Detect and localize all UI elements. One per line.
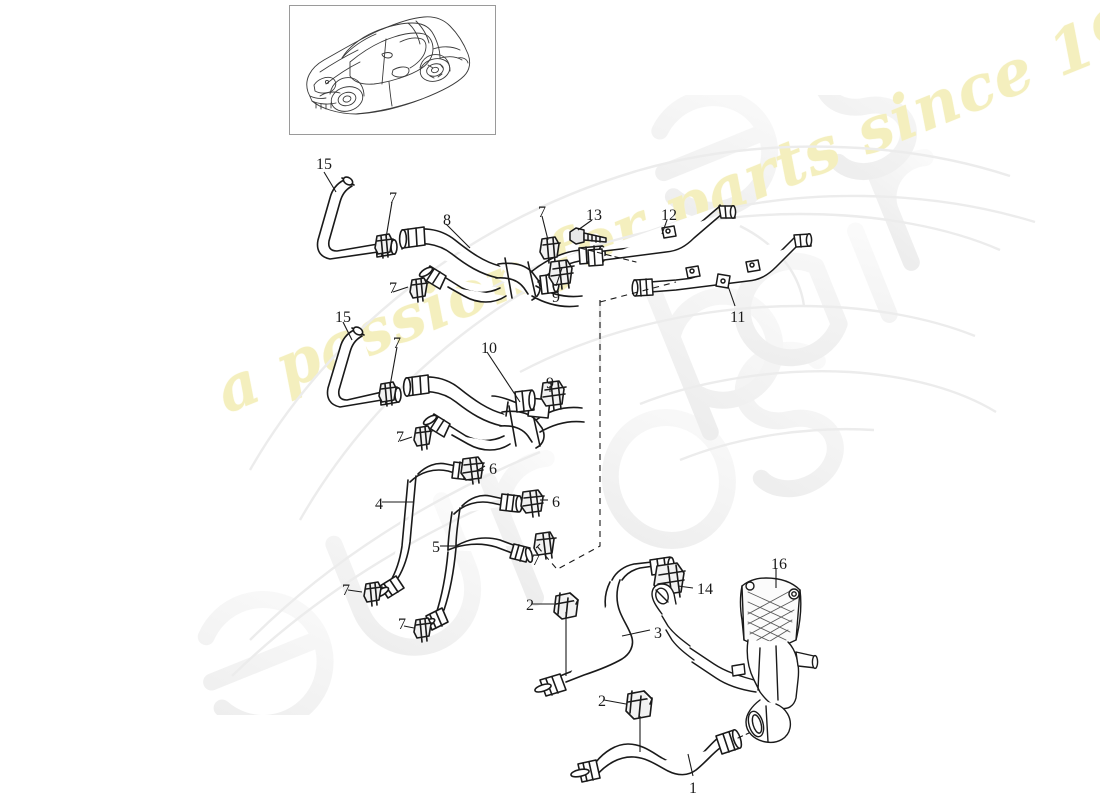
callout-6-b: 6 xyxy=(552,494,560,511)
callout-15-b: 15 xyxy=(335,309,351,326)
callout-leader-lines xyxy=(323,171,777,777)
callout-2-b: 2 xyxy=(598,693,606,710)
callout-7-g: 7 xyxy=(342,582,350,599)
clamp-6-b xyxy=(520,489,545,518)
callout-7-b: 7 xyxy=(538,204,546,221)
assembly-hose-10 xyxy=(326,326,585,451)
callout-15-a: 15 xyxy=(316,156,332,173)
callout-6-a: 6 xyxy=(489,461,497,478)
callout-7-h: 7 xyxy=(398,616,406,633)
callout-7-c: 7 xyxy=(389,280,397,297)
clamp-6-a xyxy=(460,456,485,485)
callout-7-a: 7 xyxy=(389,190,397,207)
clamp-7-e xyxy=(413,425,433,451)
clamp-7-g xyxy=(363,581,383,607)
callout-16: 16 xyxy=(771,556,787,573)
assembly-hose-1 xyxy=(570,690,761,783)
clamp-7-c xyxy=(409,277,429,303)
callout-9-b: 9 xyxy=(546,375,554,392)
clamp-7-d xyxy=(378,381,398,407)
callout-2-a: 2 xyxy=(526,597,534,614)
callout-8: 8 xyxy=(443,212,451,229)
callout-10: 10 xyxy=(481,340,497,357)
assembly-hose-4-5 xyxy=(363,456,557,643)
callout-14: 14 xyxy=(697,581,713,598)
callout-7-d: 7 xyxy=(393,335,401,352)
callout-9-a: 9 xyxy=(552,289,560,306)
assembly-hose-8 xyxy=(316,176,606,308)
callout-12: 12 xyxy=(661,207,677,224)
background-body-ghost xyxy=(231,145,1036,677)
reference-dash-line xyxy=(535,281,677,571)
clamp-7-a xyxy=(374,233,394,259)
clamp-9-b xyxy=(540,380,567,411)
assembly-hose-3 xyxy=(534,556,686,697)
clamp-7-h xyxy=(413,617,433,643)
assembly-bracket-16 xyxy=(651,577,819,744)
vehicle-thumbnail xyxy=(289,5,496,135)
clamp-7-b xyxy=(539,236,561,264)
callout-7-e: 7 xyxy=(396,429,404,446)
bolt-13 xyxy=(569,227,607,245)
callout-3: 3 xyxy=(654,625,662,642)
callout-13: 13 xyxy=(586,207,602,224)
clamp-2-b xyxy=(625,690,653,720)
assembly-pipes xyxy=(569,204,813,297)
callout-7-f: 7 xyxy=(532,552,540,569)
callout-4: 4 xyxy=(375,496,383,513)
clamp-2-a xyxy=(553,592,579,620)
callout-11: 11 xyxy=(730,309,746,326)
callout-1: 1 xyxy=(689,780,697,797)
callout-5: 5 xyxy=(432,539,440,556)
